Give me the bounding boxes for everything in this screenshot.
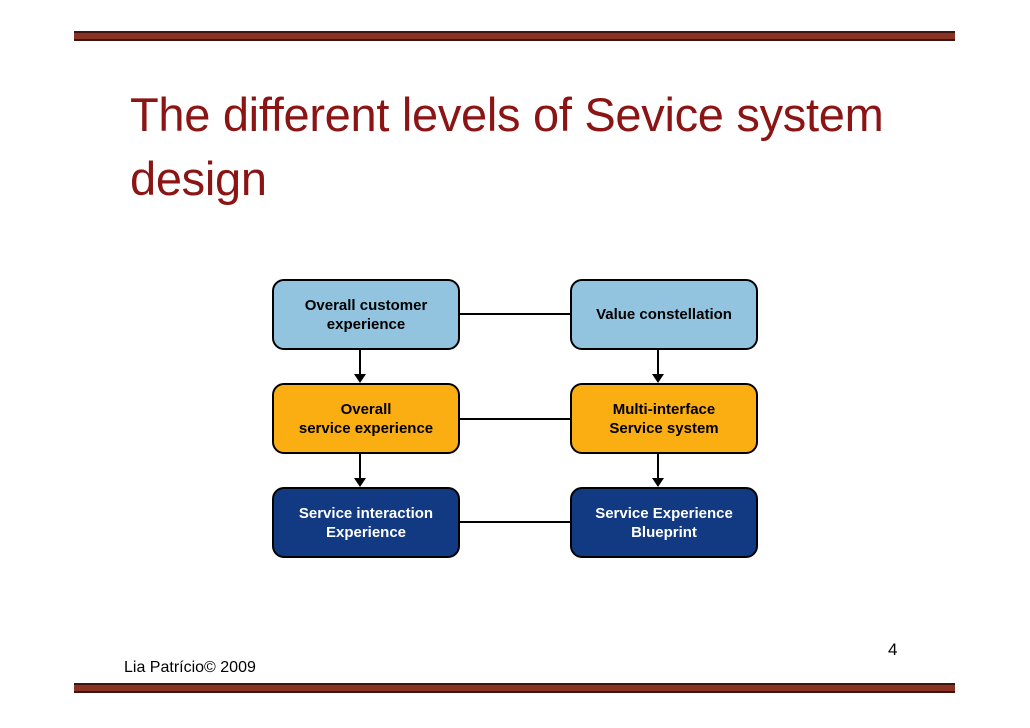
page-title: The different levels of Sevice system de… [130,88,884,206]
node-label: Service interaction Experience [298,504,434,541]
node-label: Overall service experience [298,400,434,437]
edge-value-constellation-to-service-system [657,350,659,376]
edge-interaction-experience-to-blueprint [460,521,570,523]
arrowhead-down-left-2 [354,478,366,487]
node-label: Multi-interface Service system [609,400,719,437]
arrowhead-down-right-1 [652,374,664,383]
node-service-experience-blueprint: Service Experience Blueprint [570,487,758,558]
node-overall-customer-experience: Overall customer experience [272,279,460,350]
footer-credit: Lia Patrício© 2009 [124,659,256,676]
bottom-accent-rule [74,683,955,693]
node-value-constellation: Value constellation [570,279,758,350]
node-multi-interface-service-system: Multi-interface Service system [570,383,758,454]
edge-service-experience-to-service-system [460,418,570,420]
arrowhead-down-left-1 [354,374,366,383]
edge-service-system-to-blueprint [657,454,659,480]
top-accent-rule [74,31,955,41]
node-label: Overall customer experience [304,296,428,333]
arrowhead-down-right-2 [652,478,664,487]
edge-customer-experience-to-value-constellation [460,313,570,315]
edge-service-experience-to-interaction-experience [359,454,361,480]
node-service-interaction-experience: Service interaction Experience [272,487,460,558]
edge-customer-experience-to-service-experience [359,350,361,376]
node-overall-service-experience: Overall service experience [272,383,460,454]
node-label: Service Experience Blueprint [595,504,733,541]
node-label: Value constellation [596,306,732,323]
page-number: 4 [888,640,898,659]
